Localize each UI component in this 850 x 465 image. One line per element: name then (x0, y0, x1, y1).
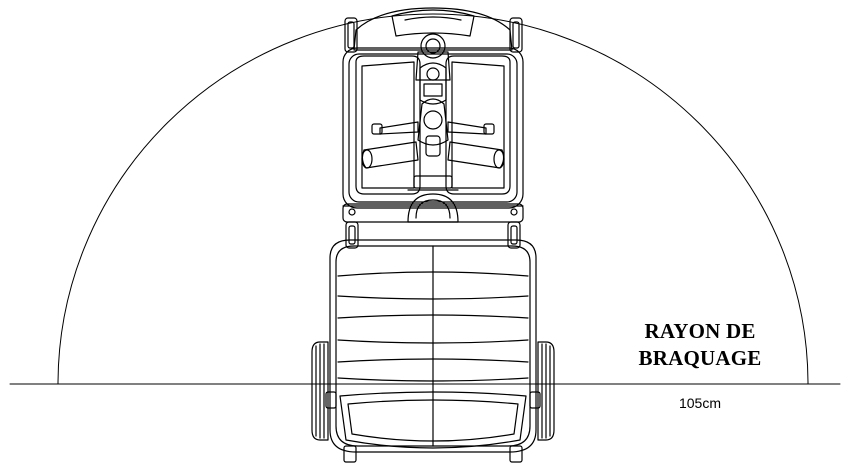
dimension-value: 105cm (678, 395, 722, 411)
label-line-1: RAYON DE (644, 319, 756, 343)
handlebar-console (342, 7, 524, 249)
rear-foot-right (509, 445, 523, 463)
right-wheel (529, 341, 555, 441)
left-wheel (311, 341, 337, 441)
turning-radius-label: RAYON DE BRAQUAGE (600, 318, 800, 372)
seat-body (329, 239, 537, 453)
label-line-2: BRAQUAGE (638, 346, 762, 370)
rear-foot-left (343, 445, 357, 463)
turning-radius-arc (57, 13, 809, 385)
